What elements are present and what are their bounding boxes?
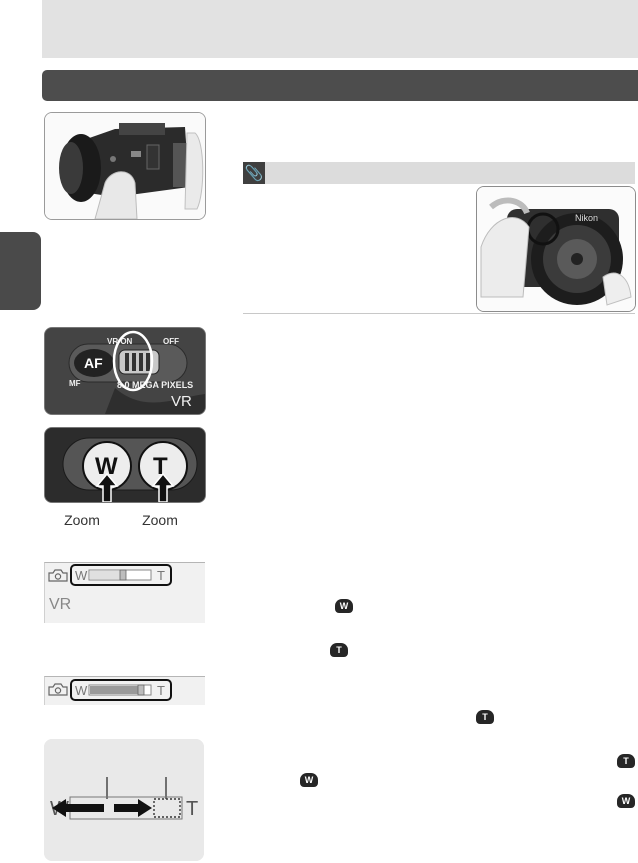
zoom-tele-icon: T: [476, 710, 494, 724]
zoom-tele-icon: T: [617, 754, 635, 768]
zoom-t-label: T: [157, 568, 165, 583]
zoom-indicator-highlight: [70, 564, 172, 586]
zoom-position-marker: [137, 684, 145, 696]
vr-indicator: VR: [49, 596, 71, 613]
af-label: AF: [84, 355, 103, 371]
zoom-indicator-highlight: [70, 679, 172, 701]
zoom-wide-caption: Zoom: [64, 512, 100, 528]
note-header-bar: [243, 162, 635, 184]
arrow-right-icon: [114, 799, 152, 817]
zoom-wide-icon: W: [300, 773, 318, 787]
arrow-left-icon: [52, 799, 104, 817]
zoom-t-label: T: [157, 683, 165, 698]
chapter-tab: [0, 232, 41, 310]
header-band: [42, 0, 638, 58]
zoom-t-label: T: [186, 798, 198, 820]
paperclip-icon: 📎: [243, 162, 265, 184]
digital-zoom-zone: [153, 798, 181, 818]
brand-logo: Nikon: [575, 213, 598, 223]
vr-on-label: VR ON: [107, 337, 133, 346]
zoom-wide-icon: W: [335, 599, 353, 613]
digital-zoom-diagram: W T: [44, 739, 204, 861]
zoom-w-label: W: [75, 683, 88, 698]
zoom-tele-button: T: [153, 453, 168, 480]
mf-label: MF: [69, 379, 81, 388]
camera-hold-photo: [44, 112, 206, 220]
megapixels-label: 8.0 MEGA PIXELS: [117, 380, 193, 390]
zoom-wide-icon: W: [617, 794, 635, 808]
camera-mode-icon: [48, 569, 68, 582]
monitor-zoom-indicator-2: W T: [44, 676, 205, 705]
zoom-tele-icon: T: [330, 643, 348, 657]
zoom-w-label: W: [75, 568, 88, 583]
section-title-bar: [42, 70, 638, 101]
camera-front-photo: Nikon: [476, 186, 636, 312]
zoom-tele-caption: Zoom: [142, 512, 178, 528]
camera-mode-icon: [48, 683, 68, 696]
zoom-buttons-photo: W T: [44, 427, 206, 503]
zoom-level-fill: [90, 686, 141, 694]
vr-switch-photo: AF VR ON OFF MF 8.0 MEGA PIXELS VR: [44, 327, 206, 415]
zoom-level-fill: [90, 571, 123, 579]
zoom-wide-button: W: [95, 453, 118, 480]
note-divider: [243, 313, 635, 314]
vr-logo-label: VR: [171, 393, 192, 410]
vr-off-label: OFF: [163, 337, 179, 346]
monitor-zoom-indicator-1: W T VR: [44, 562, 205, 623]
zoom-position-marker: [119, 569, 127, 581]
